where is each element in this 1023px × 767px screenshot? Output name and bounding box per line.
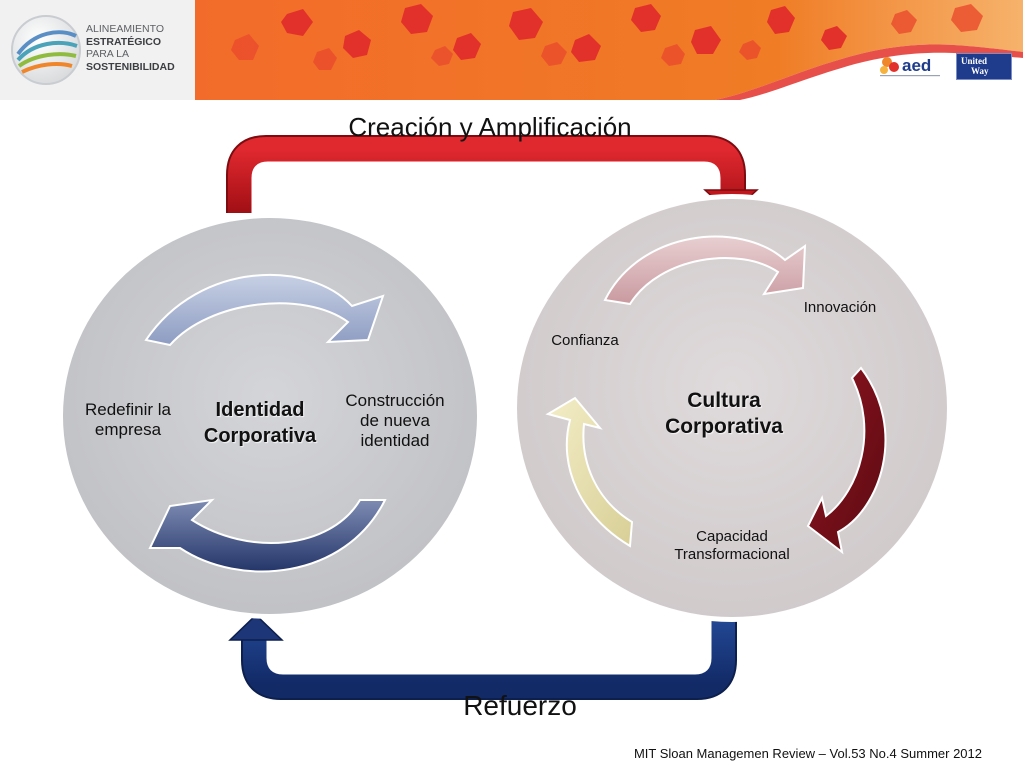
- brand-globe-icon: [11, 15, 81, 85]
- bottom-connector-arrow: [228, 612, 737, 700]
- footer-citation: MIT Sloan Managemen Review – Vol.53 No.4…: [633, 746, 982, 761]
- left-cycle-right-line-2: de nueva: [360, 411, 430, 430]
- right-cycle-bottom-label: Capacidad Transformacional: [646, 528, 818, 564]
- right-cycle-bottom-line-2: Transformacional: [674, 546, 790, 563]
- bottom-connector-label: Refuerzo: [463, 690, 577, 721]
- right-core-line-2: Corporativa: [665, 415, 783, 438]
- brand-text: ALINEAMIENTO ESTRATÉGICO PARA LA SOSTENI…: [86, 23, 175, 73]
- left-cycle-left-label: Redefinir la empresa: [68, 400, 188, 440]
- brand-line-2: ESTRATÉGICO: [86, 35, 162, 48]
- right-core-label: Cultura Corporativa: [638, 388, 810, 440]
- left-cycle-left-line-2: empresa: [94, 420, 162, 439]
- left-cycle-bottom-arrow: [148, 498, 387, 573]
- left-cycle-left-line-1: Redefinir la: [85, 400, 171, 419]
- left-cycle-right-line-3: identidad: [360, 431, 430, 450]
- right-cycle-top-label: Innovación: [803, 299, 877, 316]
- brand-line-4: SOSTENIBILIDAD: [86, 60, 175, 73]
- right-core-line-1: Cultura: [687, 389, 761, 412]
- right-cycle-top-arrow: [603, 235, 807, 306]
- aed-logo: aed: [880, 56, 940, 77]
- left-core-label: Identidad Corporativa: [182, 397, 338, 449]
- left-cycle-top-arrow: [144, 273, 385, 347]
- united-way-line-2: Way: [971, 66, 989, 76]
- left-cycle-right-label: Construcción de nueva identidad: [330, 391, 460, 451]
- right-cycle-left-label: Confianza: [551, 332, 619, 349]
- left-core-line-2: Corporativa: [203, 425, 317, 447]
- brand-line-3: PARA LA: [86, 48, 129, 60]
- united-way-logo: United Way: [956, 53, 1012, 80]
- left-core-line-1: Identidad: [215, 399, 305, 421]
- right-cycle-left-arrow: [545, 396, 634, 548]
- united-way-line-1: United: [961, 56, 988, 66]
- top-connector-label: Creación y Amplificación: [348, 112, 632, 142]
- right-cycle-bottom-line-1: Capacidad: [696, 528, 768, 545]
- brand-line-1: ALINEAMIENTO: [86, 23, 164, 35]
- left-cycle-right-line-1: Construcción: [345, 391, 445, 410]
- right-cycle-right-arrow: [806, 366, 887, 555]
- header-banner: ALINEAMIENTO ESTRATÉGICO PARA LA SOSTENI…: [0, 0, 1023, 100]
- brand-logo-block: ALINEAMIENTO ESTRATÉGICO PARA LA SOSTENI…: [0, 0, 196, 100]
- aed-logo-text: aed: [902, 56, 931, 75]
- decorative-banner: [195, 0, 1023, 100]
